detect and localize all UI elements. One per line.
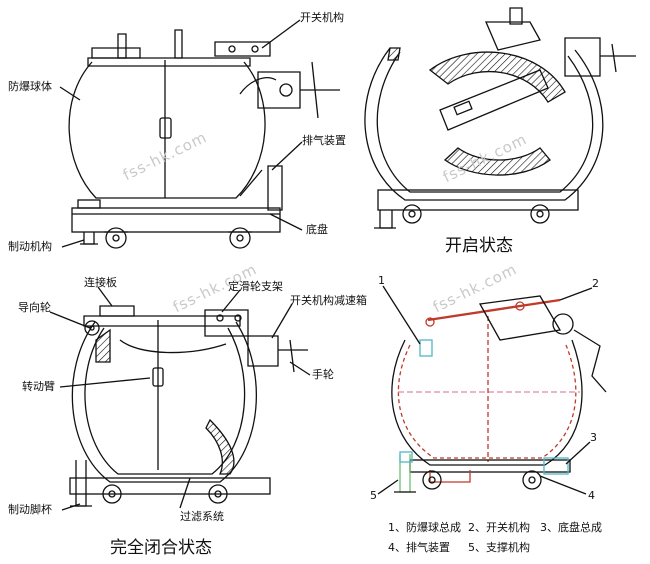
label-exhaust-device: 排气装置 (302, 134, 346, 147)
label-connecting-plate: 连接板 (84, 276, 117, 289)
label-filter-system: 过滤系统 (180, 510, 224, 523)
closed-state-drawing (49, 286, 311, 511)
label-switch-mechanism: 开关机构 (300, 11, 344, 24)
front-view-drawing (59, 19, 340, 249)
legend-item-4: 4、排气装置 (388, 541, 450, 554)
label-explosion-sphere: 防爆球体 (8, 80, 52, 93)
callout-2: 2 (592, 277, 599, 290)
callout-1: 1 (378, 274, 385, 287)
callout-4: 4 (588, 489, 595, 502)
legend-item-5: 5、支撑机构 (468, 541, 530, 554)
callout-5: 5 (370, 489, 377, 502)
open-state-drawing (364, 7, 636, 229)
label-brake-mechanism: 制动机构 (8, 240, 52, 253)
label-handwheel: 手轮 (312, 368, 334, 381)
label-fixed-pulley-bracket: 定滑轮支架 (228, 280, 283, 293)
closed-state-title: 完全闭合状态 (110, 538, 212, 558)
callout-3: 3 (590, 431, 597, 444)
label-chassis: 底盘 (306, 223, 328, 236)
schematic-drawing (377, 285, 607, 495)
label-rotating-arm: 转动臂 (22, 380, 55, 393)
legend-item-2: 2、开关机构 (468, 521, 530, 534)
label-guide-wheel: 导向轮 (18, 301, 51, 314)
open-state-title: 开启状态 (445, 236, 513, 256)
legend-item-1: 1、防爆球总成 (388, 521, 461, 534)
legend-item-3: 3、底盘总成 (540, 521, 602, 534)
label-brake-foot-cup: 制动脚杯 (8, 503, 52, 516)
label-switch-reducer: 开关机构减速箱 (290, 294, 367, 307)
